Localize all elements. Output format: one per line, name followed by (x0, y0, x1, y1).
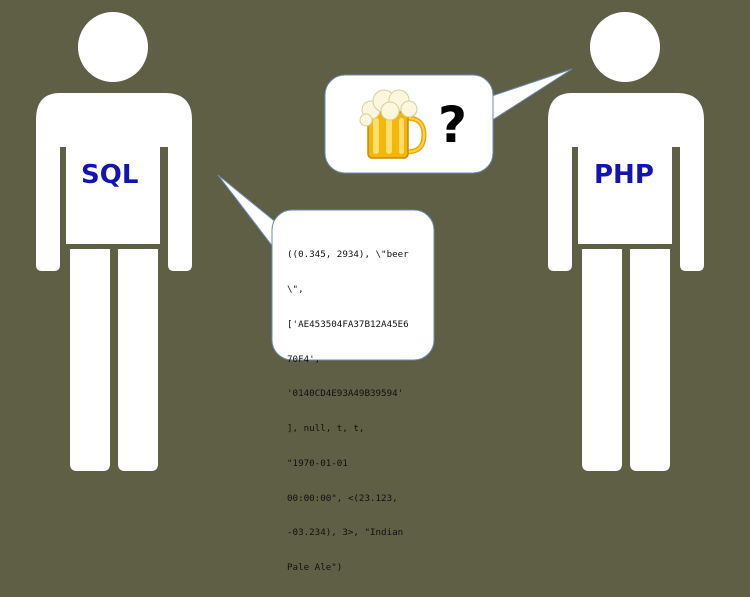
sql-person-left-leg (70, 249, 110, 471)
php-person (548, 12, 704, 471)
sql-person-body (36, 93, 192, 271)
beer-mug-icon (359, 89, 427, 159)
sql-response-line: 00:00:00", <(23.123, (287, 492, 398, 504)
sql-person (36, 12, 192, 471)
diagram-canvas (36, 12, 704, 471)
sql-response-line: -03.234), 3>, "Indian (287, 527, 404, 539)
php-person-body (548, 93, 704, 271)
sql-response-line: Pale Ale") (287, 562, 343, 574)
diagram-scene: SQL PHP ((0.345, 2934), \"beer \", ['AE4… (36, 12, 704, 573)
php-person-left-leg (582, 249, 622, 471)
sql-response-line: '0140CD4E93A49B39594' (287, 388, 404, 400)
sql-response-line: \", (287, 283, 304, 295)
sql-response-line: 70F4', (287, 353, 321, 365)
php-person-head (590, 12, 660, 82)
php-person-right-leg (630, 249, 670, 471)
sql-person-right-leg (118, 249, 158, 471)
php-shirt-label: PHP (594, 160, 654, 190)
sql-response-line: ((0.345, 2934), \"beer (287, 249, 409, 261)
php-speech-bubble (324, 68, 573, 174)
sql-response-line: "1970-01-01 (287, 457, 348, 469)
sql-response-line: ], null, t, t, (287, 423, 365, 435)
question-mark: ? (438, 96, 468, 154)
sql-shirt-label: SQL (81, 160, 139, 190)
sql-response-text: ((0.345, 2934), \"beer \", ['AE453504FA3… (287, 226, 409, 597)
sql-person-head (78, 12, 148, 82)
sql-speech-bubble (217, 174, 435, 361)
sql-response-line: ['AE453504FA37B12A45E6 (287, 318, 409, 330)
